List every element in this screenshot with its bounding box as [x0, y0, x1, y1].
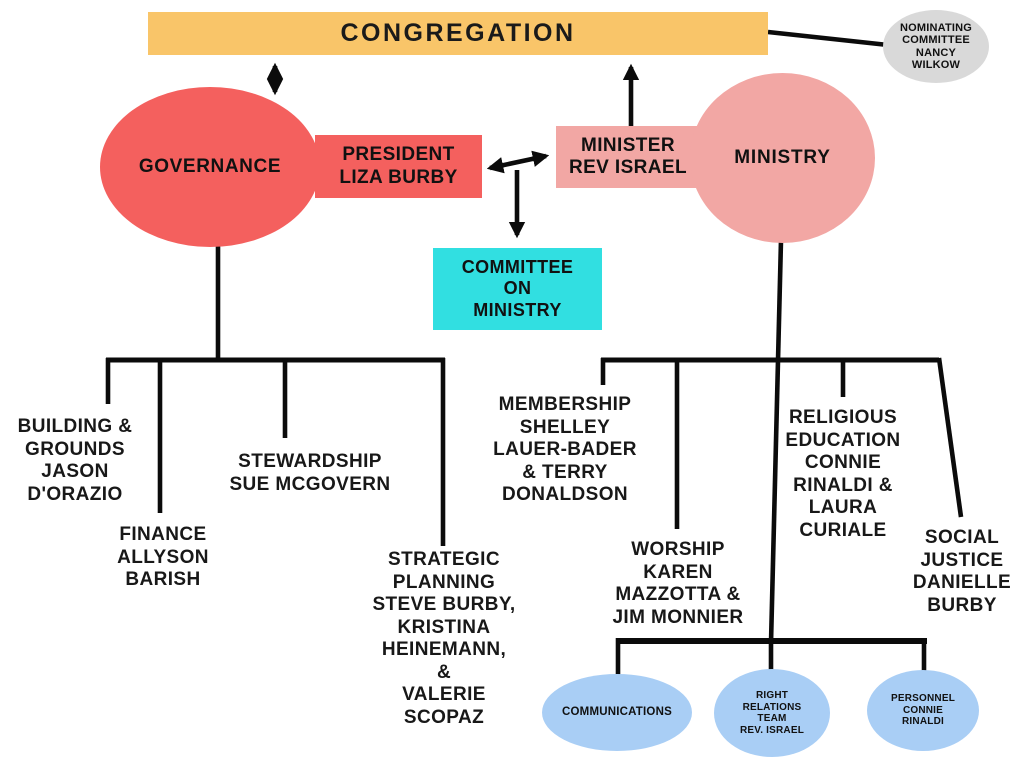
strategic-planning-label: STRATEGIC PLANNING STEVE BURBY, KRISTINA…	[372, 549, 516, 728]
personnel-ellipse: PERSONNEL CONNIE RINALDI	[867, 670, 979, 751]
social-justice-label: SOCIAL JUSTICE DANIELLE BURBY	[912, 527, 1012, 616]
finance-label: FINANCE ALLYSON BARISH	[117, 524, 209, 590]
minister-label: MINISTER REV ISRAEL	[568, 134, 688, 179]
religious-education-label: RELIGIOUS EDUCATION CONNIE RINALDI & LAU…	[785, 407, 901, 541]
building-grounds-label: BUILDING & GROUNDS JASON D'ORAZIO	[17, 416, 133, 505]
congregation-label: CONGREGATION	[340, 19, 576, 47]
connector-ministry-stem	[768, 239, 784, 644]
ministry-label: MINISTRY	[734, 147, 831, 168]
president-label: PRESIDENT LIZA BURBY	[339, 144, 458, 188]
worship-label: WORSHIP KAREN MAZZOTTA & JIM MONNIER	[612, 539, 744, 628]
right-relations-ellipse: RIGHT RELATIONS TEAM REV. ISRAEL	[714, 669, 830, 757]
connector-congregation-nominating	[767, 29, 889, 48]
governance-ellipse: GOVERNANCE	[100, 87, 320, 247]
minister-box: MINISTER REV ISRAEL	[556, 126, 700, 188]
congregation-banner: CONGREGATION	[148, 12, 768, 55]
communications-ellipse: COMMUNICATIONS	[542, 674, 692, 751]
committee-on-ministry-label: COMMITTEE ON MINISTRY	[461, 256, 574, 320]
membership-label: MEMBERSHIP SHELLEY LAUER-BADER & TERRY D…	[493, 394, 637, 505]
ministry-ellipse: MINISTRY	[690, 73, 875, 243]
connector-president-minister	[486, 150, 550, 174]
stewardship-label: STEWARDSHIP SUE MCGOVERN	[229, 451, 391, 495]
right-relations-label: RIGHT RELATIONS TEAM REV. ISRAEL	[739, 690, 805, 736]
communications-label: COMMUNICATIONS	[562, 706, 672, 718]
nominating-committee-label: NOMINATING COMMITTEE NANCY WILKOW	[899, 21, 973, 72]
president-box: PRESIDENT LIZA BURBY	[315, 135, 482, 198]
connector-social-justice	[936, 357, 964, 518]
personnel-label: PERSONNEL CONNIE RINALDI	[890, 693, 956, 728]
governance-label: GOVERNANCE	[138, 156, 282, 177]
committee-on-ministry-box: COMMITTEE ON MINISTRY	[433, 248, 602, 330]
nominating-committee-ellipse: NOMINATING COMMITTEE NANCY WILKOW	[883, 10, 989, 83]
